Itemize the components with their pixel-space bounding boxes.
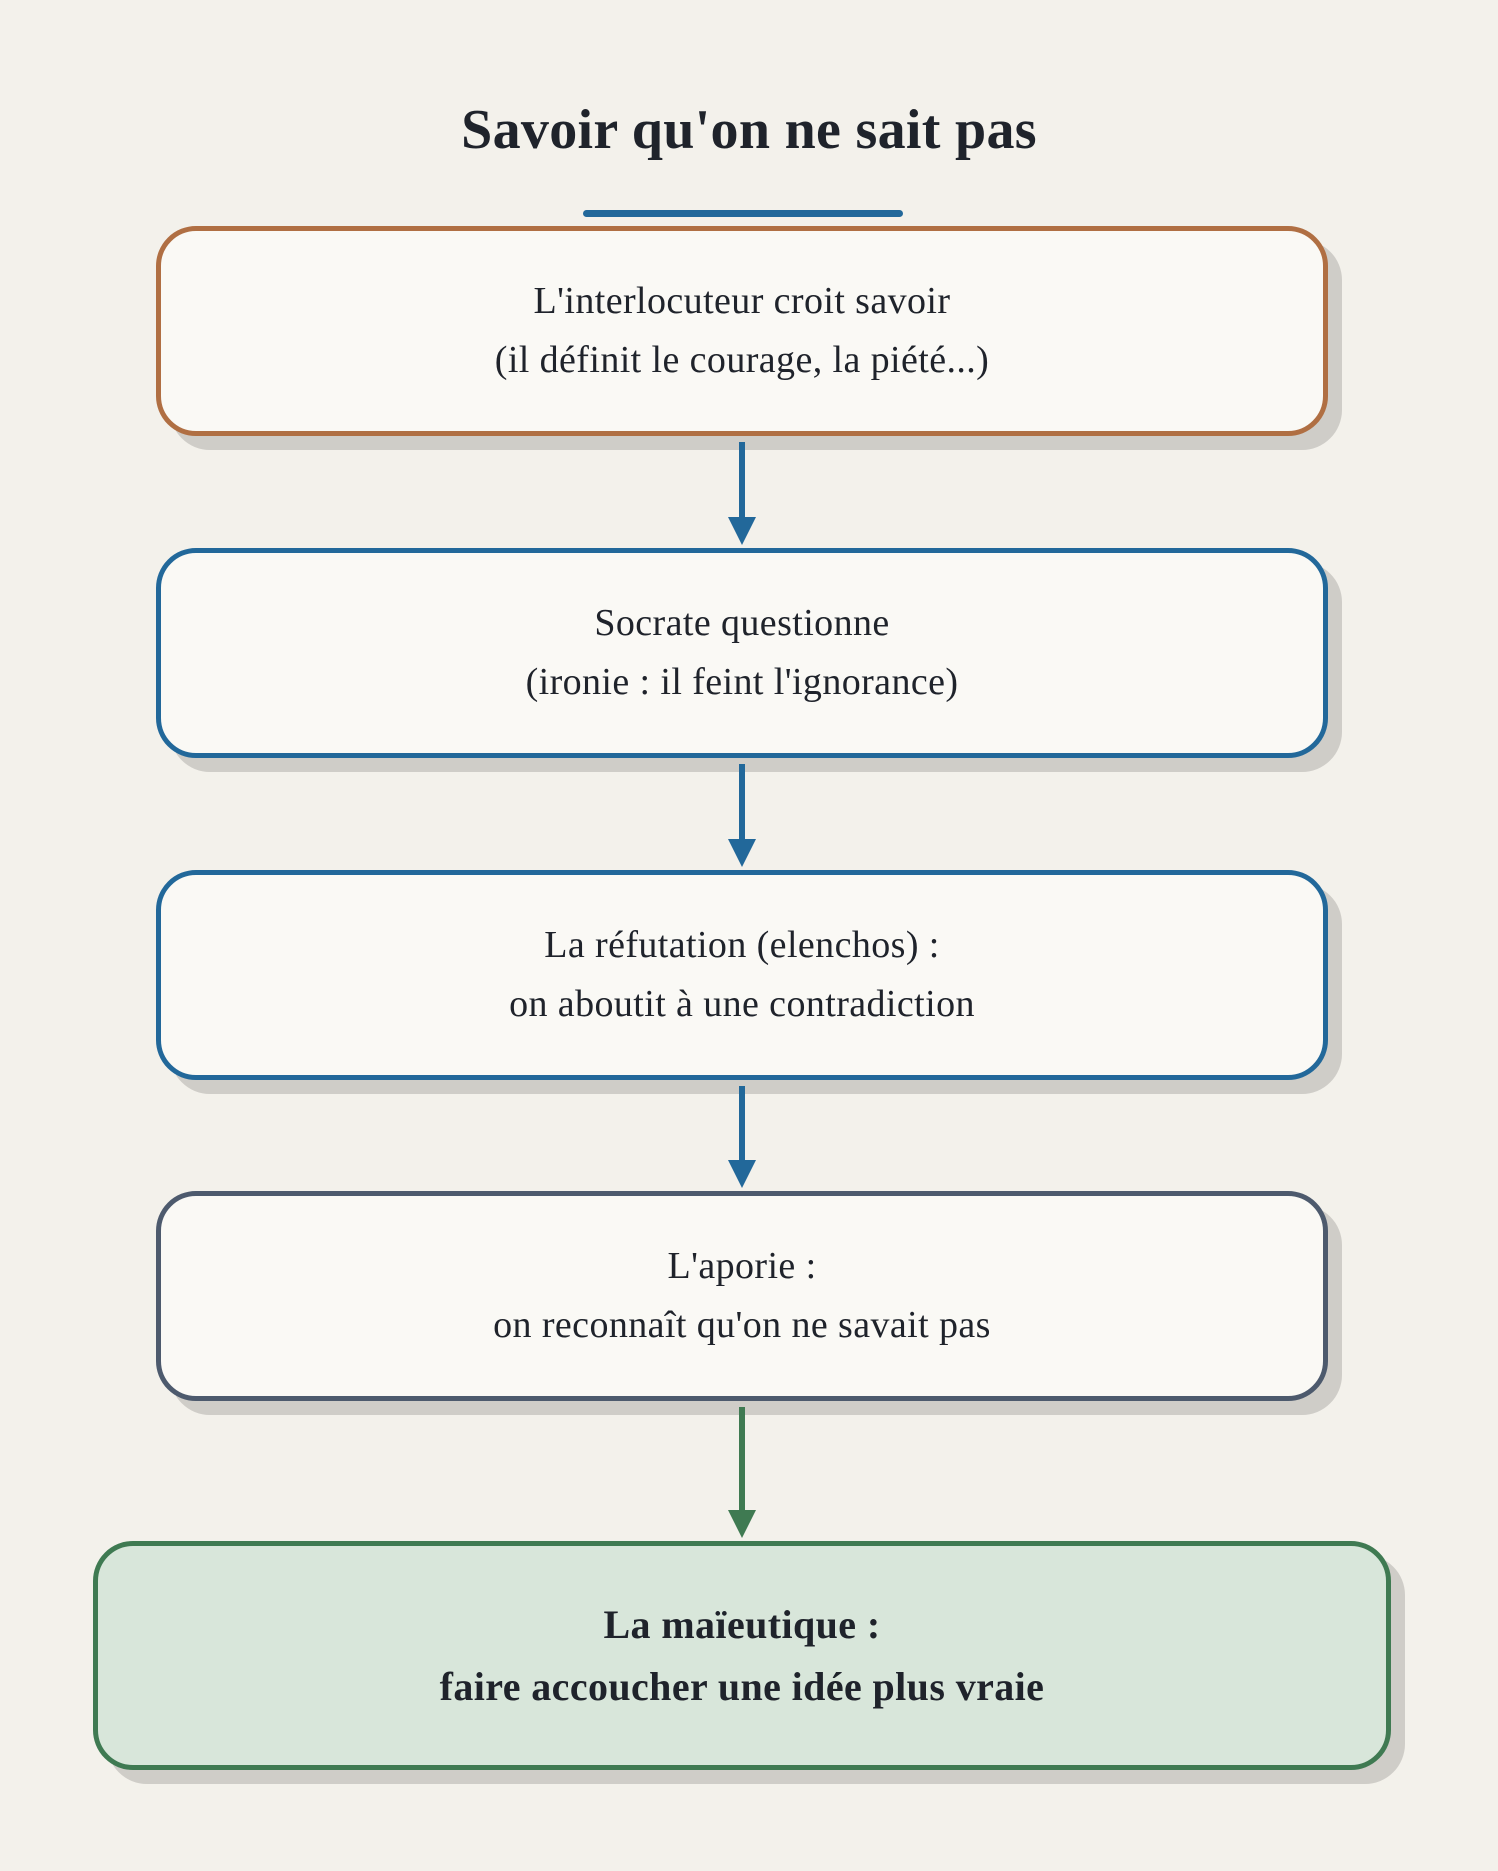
step-text-line: on aboutit à une contradiction <box>509 983 975 1025</box>
step-text-line: L'aporie : <box>667 1245 817 1287</box>
step-questioning: Socrate questionne (ironie : il feint l'i… <box>156 548 1328 758</box>
step-text-line: Socrate questionne <box>594 602 890 644</box>
flow-arrow <box>728 442 756 545</box>
flow-arrow <box>728 1086 756 1188</box>
title-underline <box>583 210 903 217</box>
step-aporia: L'aporie : on reconnaît qu'on ne savait p… <box>156 1191 1328 1401</box>
step-text-line: La réfutation (elenchos) : <box>544 924 940 966</box>
page-title: Savoir qu'on ne sait pas <box>461 99 1037 161</box>
flow-arrow <box>728 1407 756 1538</box>
step-maieutics: La maïeutique : faire accoucher une idée … <box>93 1541 1391 1770</box>
step-text-line: faire accoucher une idée plus vraie <box>439 1663 1045 1709</box>
step-refutation: La réfutation (elenchos) : on aboutit à u… <box>156 870 1328 1080</box>
step-text-line: (il définit le courage, la piété...) <box>494 339 990 381</box>
step-belief: L'interlocuteur croit savoir (il définit … <box>156 226 1328 436</box>
step-text-line: La maïeutique : <box>603 1601 881 1647</box>
flow-arrow <box>728 764 756 867</box>
step-text-line: (ironie : il feint l'ignorance) <box>525 661 959 703</box>
step-text-line: on reconnaît qu'on ne savait pas <box>493 1304 991 1346</box>
step-text-line: L'interlocuteur croit savoir <box>533 280 951 322</box>
